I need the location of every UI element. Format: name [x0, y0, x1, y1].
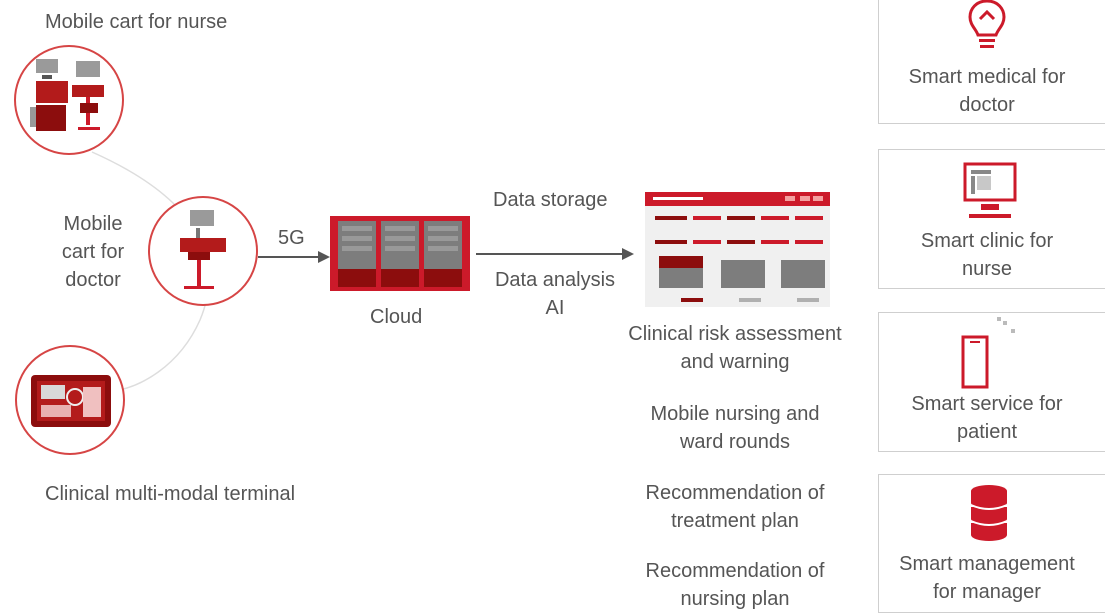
smartphone-icon [961, 317, 1015, 389]
database-icon [970, 485, 1008, 541]
cloud-arrowhead [622, 248, 634, 260]
card-smart-medical: Smart medical for doctor [878, 0, 1105, 124]
nurse-cart-icon [30, 59, 104, 131]
card-smart-clinic: Smart clinic for nurse [878, 149, 1105, 289]
terminal-icon [31, 375, 111, 427]
terminal-label: Clinical multi-modal terminal [45, 483, 296, 505]
card-smart-clinic-label: Smart clinic for nurse [920, 230, 1054, 280]
nurse-cart-label: Mobile cart for nurse [45, 11, 228, 33]
cloud-server-icon [330, 216, 470, 291]
5g-label: 5G [278, 227, 305, 249]
dashboard-icon [645, 192, 830, 307]
doctor-cart-circle [148, 196, 258, 306]
doctor-cart-label: Mobile cart for doctor [61, 213, 125, 291]
nurse-cart-circle [14, 45, 124, 155]
monitor-icon [963, 162, 1017, 218]
cloud-label: Cloud [370, 306, 423, 328]
app-item-risk-assessment: Clinical risk assessment and warning [628, 323, 842, 373]
app-item-treatment-plan: Recommendation of treatment plan [645, 482, 825, 532]
card-smart-service-label: Smart service for patient [911, 393, 1063, 443]
card-smart-medical-label: Smart medical for doctor [908, 66, 1066, 116]
card-smart-management-label: Smart management for manager [899, 553, 1075, 603]
card-smart-service: Smart service for patient [878, 312, 1105, 452]
5g-arrowhead [318, 251, 330, 263]
doctor-cart-icon [180, 210, 226, 289]
app-item-mobile-nursing: Mobile nursing and ward rounds [650, 403, 820, 453]
lightbulb-icon [968, 0, 1006, 48]
device-connector-curve [91, 151, 210, 393]
data-storage-label: Data storage [493, 189, 608, 211]
terminal-circle [15, 345, 125, 455]
card-smart-management: Smart management for manager [878, 474, 1105, 613]
app-item-nursing-plan: Recommendation of nursing plan [645, 560, 825, 610]
data-analysis-label: Data analysis AI [494, 269, 616, 319]
